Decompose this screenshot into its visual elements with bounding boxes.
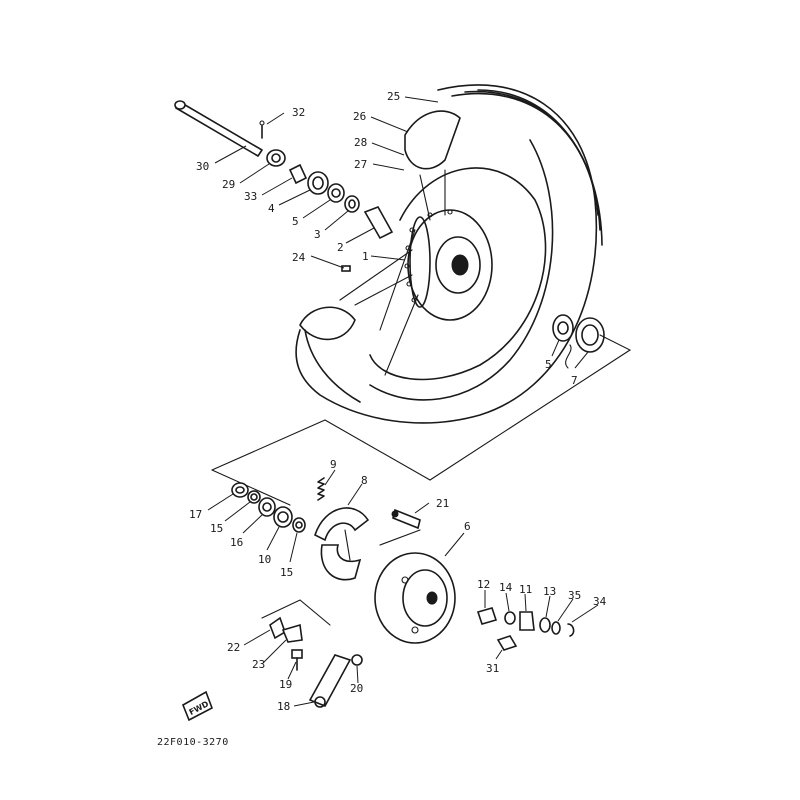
callout-13: 13 [543, 585, 556, 598]
brake-spring [317, 477, 325, 501]
callout-22: 22 [227, 641, 240, 654]
axle [174, 100, 263, 157]
callout-23: 23 [252, 658, 265, 671]
callout-18: 18 [277, 700, 290, 713]
bearing-10 [273, 506, 293, 528]
o-ring-35 [551, 621, 561, 635]
callout-34: 34 [593, 595, 607, 608]
callout-29: 29 [222, 178, 235, 191]
callout-30: 30 [196, 160, 209, 173]
spokes [339, 169, 446, 376]
callout-4: 4 [268, 202, 275, 215]
callout-35: 35 [568, 589, 581, 602]
callout-26: 26 [353, 110, 366, 123]
bolt-19 [291, 649, 303, 671]
callout-8: 8 [361, 474, 368, 487]
callout-19: 19 [279, 678, 292, 691]
collar-12 [476, 607, 498, 625]
callout-2: 2 [337, 241, 344, 254]
callout-27: 27 [354, 158, 367, 171]
washer-13 [539, 617, 551, 633]
callout-12: 12 [477, 578, 490, 591]
seal-17 [231, 482, 249, 498]
nut-31 [496, 635, 518, 651]
callout-10: 10 [258, 553, 271, 566]
valve-stem [391, 508, 421, 530]
callout-20: 20 [350, 682, 363, 695]
callout-25: 25 [387, 90, 400, 103]
cam-lever [269, 616, 303, 643]
oil-seal-5a [327, 183, 345, 203]
fwd-arrow-icon: FWD [181, 690, 213, 722]
callout-15a: 15 [210, 522, 223, 535]
callout-5b: 5 [545, 358, 552, 371]
bearing-4 [307, 171, 329, 195]
callout-31: 31 [486, 662, 499, 675]
brake-arm [308, 654, 352, 708]
drawing-code: 22F010-3270 [157, 737, 229, 748]
callout-1: 1 [362, 250, 369, 263]
callout-21: 21 [436, 497, 449, 510]
callout-24: 24 [292, 251, 306, 264]
callout-numbers: 25 26 28 27 32 30 29 33 4 5 3 2 24 1 5 7… [189, 90, 607, 713]
seal-16 [258, 497, 276, 517]
callout-7: 7 [571, 374, 578, 387]
brake-panel [374, 552, 456, 644]
spoke-nipple [341, 265, 351, 272]
callout-15b: 15 [280, 566, 293, 579]
callout-28: 28 [354, 136, 367, 149]
collar [266, 149, 286, 167]
spacer-2 [363, 206, 394, 240]
callout-33: 33 [244, 190, 257, 203]
washer-14 [504, 611, 516, 625]
callout-6: 6 [464, 520, 471, 533]
bolt-11 [519, 611, 535, 631]
callout-5a: 5 [292, 215, 299, 228]
callout-17: 17 [189, 508, 202, 521]
callout-3: 3 [314, 228, 321, 241]
leader-lines [207, 96, 599, 707]
assembly-frame [211, 334, 632, 626]
callout-9: 9 [330, 458, 337, 471]
callout-14: 14 [499, 581, 513, 594]
washer-15b [292, 517, 306, 533]
callout-32: 32 [292, 106, 305, 119]
brake-shoes [314, 507, 370, 581]
callout-16: 16 [230, 536, 243, 549]
cotter-pin [259, 120, 265, 139]
circlip-34 [567, 623, 575, 637]
washer-15a [247, 490, 261, 504]
nut-20 [351, 654, 363, 666]
washer-3 [344, 195, 360, 213]
wheel-assembly [295, 84, 603, 424]
callout-11: 11 [519, 583, 532, 596]
right-bearing [552, 314, 574, 342]
oil-seal-7 [575, 317, 605, 353]
spacer-33 [288, 163, 308, 185]
